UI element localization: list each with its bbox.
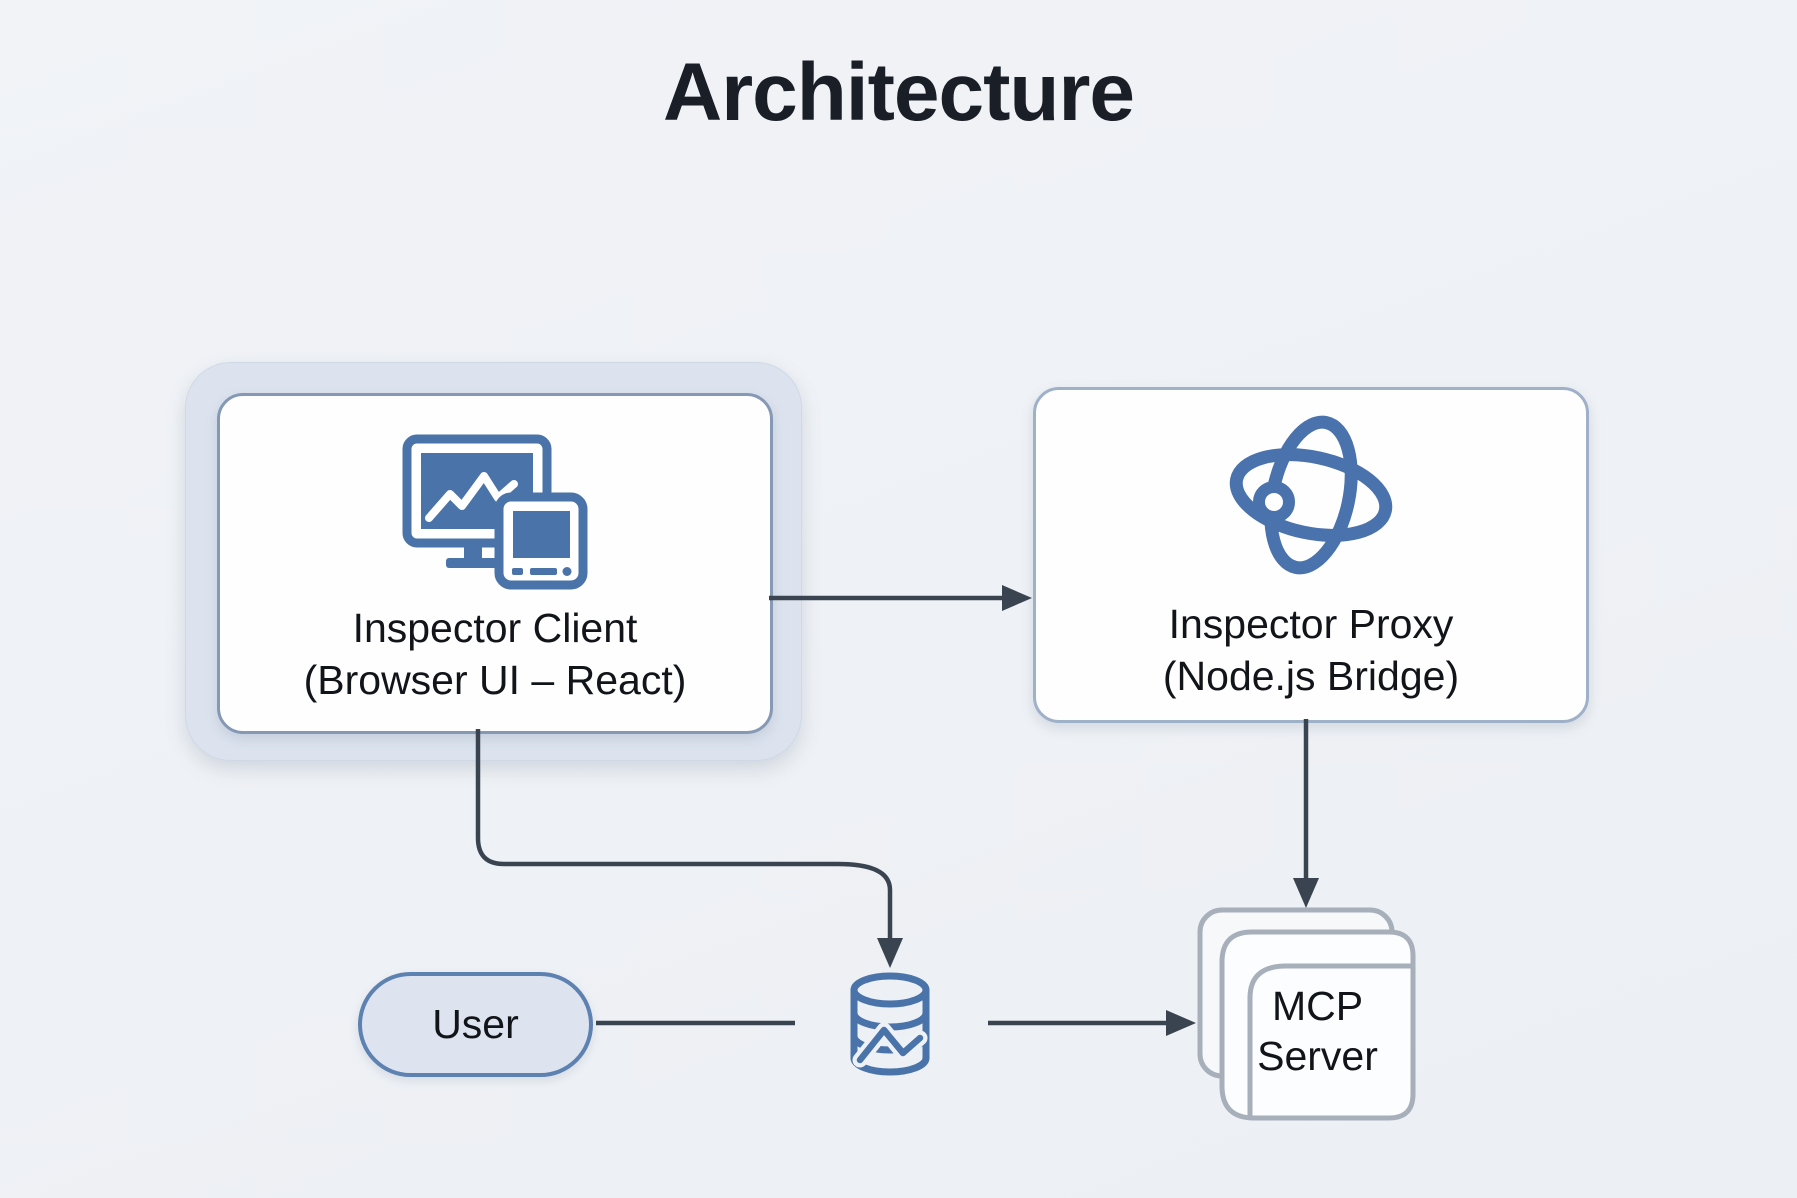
stacked-page-front xyxy=(1219,929,1416,1121)
page-spine-fold xyxy=(1247,963,1413,1116)
mcp-server-line2: Server xyxy=(1257,1033,1378,1079)
atom-icon xyxy=(1229,415,1393,575)
mcp-server-line1: MCP xyxy=(1271,983,1364,1029)
node-inspector-client: Inspector Client (Browser UI – React) xyxy=(217,393,773,734)
user-label: User xyxy=(432,1001,519,1047)
inspector-client-label: Inspector Client (Browser UI – React) xyxy=(220,602,770,706)
inspector-client-title: Inspector Client xyxy=(352,605,638,651)
arrowhead xyxy=(1002,585,1032,611)
inspector-proxy-subtitle: (Node.js Bridge) xyxy=(1162,653,1460,699)
inspector-proxy-label: Inspector Proxy (Node.js Bridge) xyxy=(1036,598,1586,702)
diagram-title: Architecture xyxy=(662,47,1135,138)
arrowhead xyxy=(877,938,903,968)
node-mcp-server xyxy=(1197,907,1416,1121)
node-user: User xyxy=(358,972,593,1077)
inspector-proxy-title: Inspector Proxy xyxy=(1168,601,1454,647)
database-icon xyxy=(850,972,930,1076)
inspector-client-subtitle: (Browser UI – React) xyxy=(303,657,687,703)
node-inspector-proxy: Inspector Proxy (Node.js Bridge) xyxy=(1033,387,1589,723)
monitor-devices-icon xyxy=(402,434,588,590)
mcp-server-label: MCP Server xyxy=(1222,981,1413,1081)
